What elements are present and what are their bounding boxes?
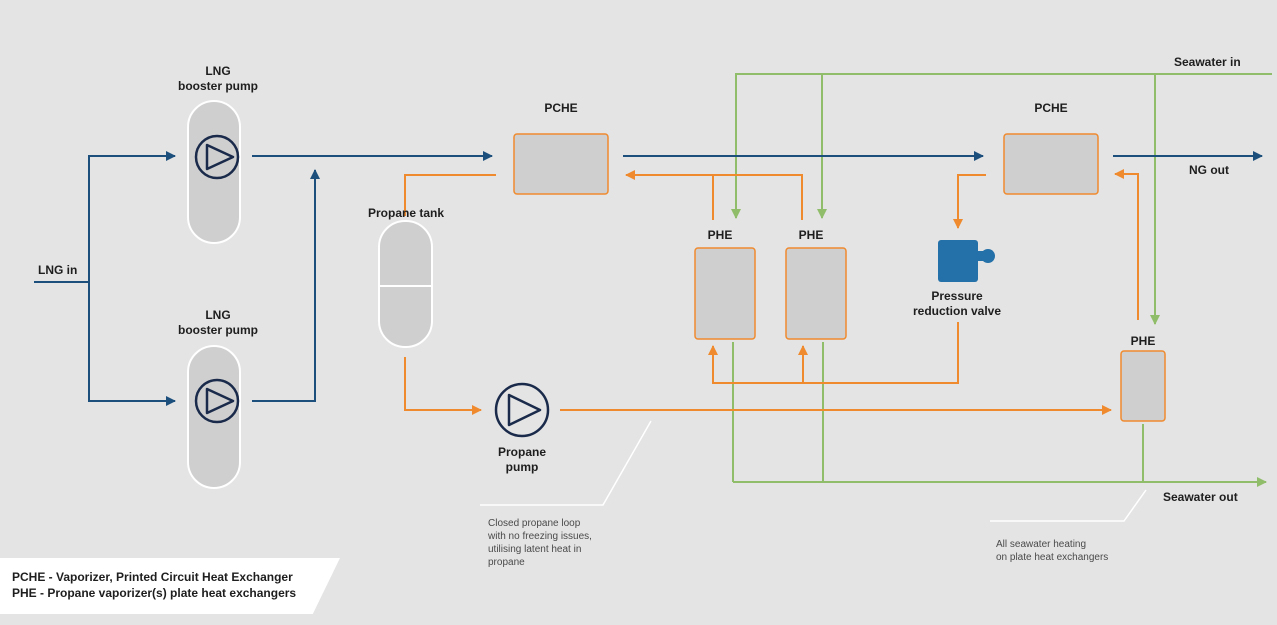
lng-lines (34, 151, 1263, 406)
seawater-lines (731, 73, 1272, 487)
lng-booster-pump-top (187, 100, 241, 244)
lng-booster-pump-bottom (187, 345, 241, 489)
pche-left-label: PCHE (544, 101, 578, 115)
seawater-note: All seawater heating on plate heat excha… (996, 539, 1109, 563)
pressure-valve-label-line1: Pressure (931, 289, 983, 303)
propane-tank-to-pump (404, 357, 482, 415)
phe-1 (694, 247, 756, 340)
propane-pche-right-to-valve (953, 174, 986, 229)
pche-right-label: PCHE (1034, 101, 1068, 115)
lng-pump-bottom-out (252, 169, 320, 402)
propane-loop-note: Closed propane loop with no freezing iss… (488, 518, 592, 568)
propane-phe-to-pche-left (712, 174, 803, 220)
legend-pche: PCHE - Vaporizer, Printed Circuit Heat E… (12, 570, 293, 584)
propane-pump-label: Propane pump (482, 445, 562, 475)
pressure-valve-label-line2: reduction valve (912, 304, 1002, 318)
pche-left (513, 133, 609, 195)
propane-valve-to-phe (708, 322, 959, 384)
booster-pump-top-label: LNG booster pump (158, 64, 278, 94)
phe-2 (785, 247, 847, 340)
lng-split-top (88, 151, 176, 282)
lng-split-bottom (88, 282, 176, 406)
seawater-header-line (731, 73, 1272, 219)
legend-box: PCHE - Vaporizer, Printed Circuit Heat E… (0, 558, 340, 614)
phe-2-label: PHE (798, 228, 824, 242)
legend-phe: PHE - Propane vaporizer(s) plate heat ex… (12, 586, 297, 600)
lng-in-label: LNG in (38, 263, 78, 277)
booster-pump-bottom-label-line1: LNG (205, 308, 231, 322)
propane-phe-to-pche-right (1114, 169, 1139, 320)
booster-pump-top-label-line2: booster pump (178, 79, 258, 93)
propane-tank-label: Propane tank (367, 206, 445, 220)
phe-right (1120, 350, 1166, 422)
propane-lines (404, 169, 1139, 415)
booster-pump-bottom-label-line2: booster pump (178, 323, 258, 337)
pressure-reduction-valve-icon (938, 240, 995, 282)
seawater-out-label: Seawater out (1163, 490, 1238, 504)
pche-right (1003, 133, 1099, 195)
phe-1-label: PHE (707, 228, 733, 242)
callout-lines (480, 420, 1147, 522)
seawater-in-label: Seawater in (1174, 55, 1241, 69)
propane-pump-label-line2: pump (505, 460, 539, 474)
ng-out-label: NG out (1189, 163, 1229, 177)
propane-tank (378, 220, 433, 348)
pressure-valve-label: Pressure reduction valve (897, 289, 1017, 319)
propane-pche-to-tank (404, 174, 496, 216)
booster-pump-bottom-label: LNG booster pump (158, 308, 278, 338)
propane-pump-label-line1: Propane (497, 445, 546, 459)
booster-pump-top-label-line1: LNG (205, 64, 231, 78)
propane-pump (494, 382, 550, 438)
phe-right-label: PHE (1130, 334, 1156, 348)
